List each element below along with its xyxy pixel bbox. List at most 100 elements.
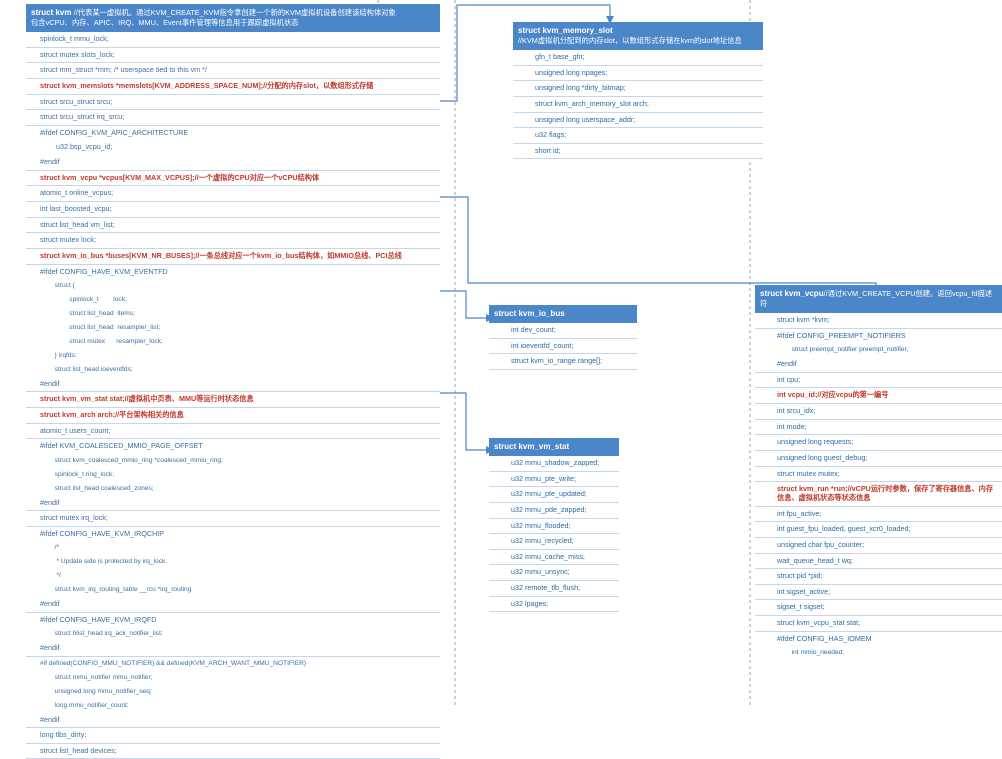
field-row: #endif: [26, 495, 440, 512]
field-row: #endif: [755, 357, 1002, 373]
field-row: struct kvm_run *run;//vCPU运行时参数，保存了寄存器信息…: [755, 482, 1002, 507]
field-row: u32 lpages;: [489, 596, 619, 613]
field-row: #ifdef CONFIG_HAVE_KVM_IRQFD: [26, 612, 440, 628]
struct-kvm-vm-stat-box: struct kvm_vm_stat u32 mmu_shadow_zapped…: [489, 438, 619, 613]
memory-slot-title-comment: //KVM虚拟机分配到的内存slot，以数组形式存储在kvm的slot地址信息: [518, 36, 742, 45]
field-row: * Update side is protected by irq_lock.: [26, 555, 440, 570]
memory-slot-fields: gfn_t base_gfn; unsigned long npages; un…: [513, 50, 763, 160]
field-row: struct kvm_arch arch;//平台架构相关的信息: [26, 407, 440, 424]
field-row: struct mutex slots_lock;: [26, 47, 440, 64]
field-row: int ioeventfd_count;: [489, 338, 637, 355]
vm-stat-fields: u32 mmu_shadow_zapped; u32 mmu_pte_write…: [489, 456, 619, 613]
field-row: spinlock_t lock;: [26, 293, 440, 308]
field-row: struct list_head items;: [26, 307, 440, 321]
field-row: struct kvm_vm_stat stat;//虚拟机中页表、MMU等运行时…: [26, 392, 440, 408]
field-row: struct list_head ioeventfds;: [26, 362, 440, 377]
field-row: atomic_t users_count;: [26, 423, 440, 440]
vcpu-title-comment: //通过KVM_CREATE_VCPU创建。返回vcpu_fd描述符: [760, 289, 993, 308]
field-row: #ifdef CONFIG_HAVE_KVM_EVENTFD: [26, 264, 440, 280]
field-row: struct pid *pid;: [755, 569, 1002, 585]
field-row: struct list_head devices;: [26, 743, 440, 759]
struct-kvm-io-bus-box: struct kvm_io_bus int dev_count; int ioe…: [489, 305, 637, 370]
field-row: struct {: [26, 279, 440, 294]
field-row: struct list_head coalesced_zones;: [26, 481, 440, 496]
struct-kvm-title: struct kvm: [31, 8, 74, 17]
field-row: struct kvm_memslots *memslots[KVM_ADDRES…: [26, 78, 440, 95]
field-row: short id;: [513, 143, 763, 160]
field-row: struct list_head vm_list;: [26, 217, 440, 234]
field-row: #ifdef CONFIG_PREEMPT_NOTIFIERS: [755, 328, 1002, 344]
io-bus-fields: int dev_count; int ioeventfd_count; stru…: [489, 323, 637, 370]
field-row: struct kvm *kvm;: [755, 313, 1002, 329]
field-row: #endif: [26, 597, 440, 613]
field-row: #ifdef KVM_COALESCED_MMIO_PAGE_OFFSET: [26, 439, 440, 454]
field-row: u32 flags;: [513, 128, 763, 144]
field-row: struct mutex irq_lock;: [26, 511, 440, 527]
field-row: unsigned long npages;: [513, 65, 763, 82]
field-row: struct list_head resampler_list;: [26, 320, 440, 335]
struct-kvm-title-comment: //代表某一虚拟机。通过KVM_CREATE_KVM指令拿创建一个新的KVM虚拟…: [73, 8, 396, 17]
field-row: spinlock_t mmu_lock;: [26, 32, 440, 48]
field-row: struct hlist_head irq_ack_notifier_list;: [26, 627, 440, 642]
field-row: atomic_t online_vcpus;: [26, 186, 440, 203]
struct-kvm-memory-slot-box: struct kvm_memory_slot //KVM虚拟机分配到的内存slo…: [513, 22, 763, 160]
field-row: int vcpu_id;//对应vcpu的第一编号: [755, 388, 1002, 405]
field-row: u32 mmu_recycled;: [489, 534, 619, 550]
struct-kvm-title-comment2: 包含vCPU、内存、APIC、IRQ、MMU、Event事件管理等信息用于跟踪虚…: [31, 18, 299, 27]
field-row: unsigned long requests;: [755, 435, 1002, 452]
struct-kvm-box: struct kvm //代表某一虚拟机。通过KVM_CREATE_KVM指令拿…: [26, 4, 440, 759]
field-row: struct srcu_struct srcu;: [26, 94, 440, 111]
struct-kvm-memory-slot-header: struct kvm_memory_slot //KVM虚拟机分配到的内存slo…: [513, 22, 763, 50]
field-row: u32 mmu_cache_miss;: [489, 549, 619, 566]
field-row: int sigset_active;: [755, 584, 1002, 601]
field-row: int cpu;: [755, 372, 1002, 389]
field-row: unsigned long *dirty_bitmap;: [513, 81, 763, 97]
field-row: struct kvm_vcpu_stat stat;: [755, 616, 1002, 632]
field-row: struct kvm_irq_routing_table __rcu *irq_…: [26, 583, 440, 598]
field-row: int mmio_needed;: [755, 646, 1002, 661]
field-row: struct srcu_struct irq_srcu;: [26, 110, 440, 126]
field-row: #ifdef CONFIG_HAS_IOMEM: [755, 631, 1002, 647]
field-row: unsigned char fpu_counter;: [755, 537, 1002, 554]
field-row: u32 mmu_unsync;: [489, 565, 619, 582]
field-row: unsigned long guest_debug;: [755, 451, 1002, 467]
field-row: struct kvm_vcpu *vcpus[KVM_MAX_VCPUS];//…: [26, 170, 440, 187]
field-row: struct kvm_arch_memory_slot arch;: [513, 96, 763, 113]
field-row: int last_boosted_vcpu;: [26, 202, 440, 218]
field-row: spinlock_t ring_lock;: [26, 467, 440, 482]
struct-kvm-io-bus-header: struct kvm_io_bus: [489, 305, 637, 323]
field-row: } irqfds;: [26, 348, 440, 363]
field-row: sigset_t sigset;: [755, 600, 1002, 617]
field-row: long tlbs_dirty;: [26, 728, 440, 744]
struct-kvm-vm-stat-header: struct kvm_vm_stat: [489, 438, 619, 456]
struct-kvm-vcpu-box: struct kvm_vcpu//通过KVM_CREATE_VCPU创建。返回v…: [755, 285, 1002, 661]
struct-kvm-header: struct kvm //代表某一虚拟机。通过KVM_CREATE_KVM指令拿…: [26, 4, 440, 32]
field-row: #ifdef CONFIG_HAVE_KVM_IRQCHIP: [26, 526, 440, 542]
field-row: int mode;: [755, 419, 1002, 436]
field-row: u32 mmu_pde_zapped;: [489, 502, 619, 519]
field-row: u32 mmu_shadow_zapped;: [489, 456, 619, 472]
struct-kvm-fields: spinlock_t mmu_lock; struct mutex slots_…: [26, 32, 440, 759]
field-row: wait_queue_head_t wq;: [755, 553, 1002, 570]
field-row: u32 remote_tlb_flush;: [489, 581, 619, 597]
field-row: gfn_t base_gfn;: [513, 50, 763, 66]
field-row: struct mm_struct *mm; /* userspace tied …: [26, 63, 440, 79]
field-row: */: [26, 569, 440, 584]
vcpu-title: struct kvm_vcpu: [760, 289, 824, 298]
field-row: #if defined(CONFIG_MMU_NOTIFIER) && defi…: [26, 656, 440, 671]
field-row: u32 mmu_pte_write;: [489, 471, 619, 488]
field-row: u32 bsp_vcpu_id;: [26, 140, 440, 156]
field-row: int fpu_active;: [755, 506, 1002, 523]
field-row: unsigned long userspace_addr;: [513, 112, 763, 129]
vcpu-fields: struct kvm *kvm; #ifdef CONFIG_PREEMPT_N…: [755, 313, 1002, 661]
field-row: u32 mmu_flooded;: [489, 518, 619, 535]
vm-stat-title: struct kvm_vm_stat: [494, 442, 570, 451]
field-row: struct kvm_coalesced_mmio_ring *coalesce…: [26, 453, 440, 468]
field-row: struct mutex resampler_lock;: [26, 334, 440, 349]
field-row: int srcu_idx;: [755, 404, 1002, 420]
field-row: struct preempt_notifier preempt_notifier…: [755, 343, 1002, 358]
field-row: struct mutex mutex;: [755, 466, 1002, 483]
field-row: u32 mmu_pte_updated;: [489, 487, 619, 503]
io-bus-title: struct kvm_io_bus: [494, 309, 565, 318]
field-row: struct mutex lock;: [26, 233, 440, 249]
